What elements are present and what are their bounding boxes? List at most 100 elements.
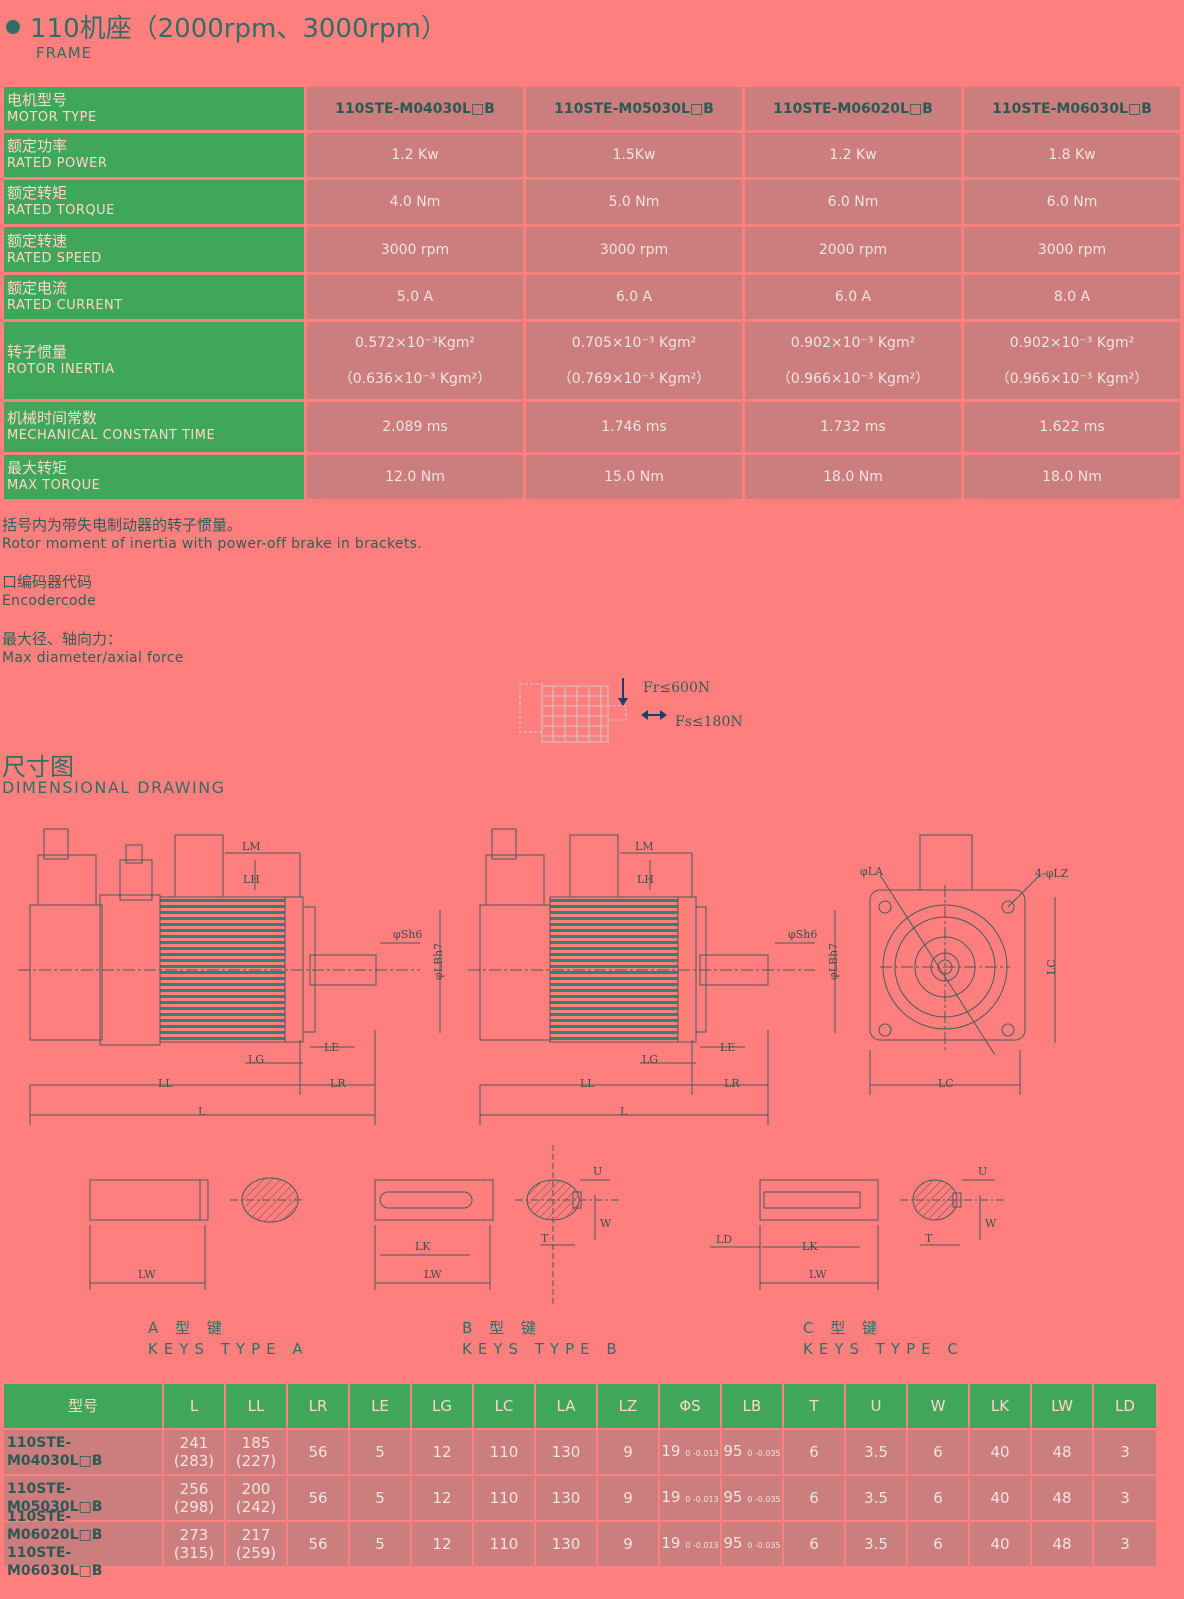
cell-tolerance: 0 -0.013 [685,1494,719,1504]
value-text: 1.732 ms [820,419,886,435]
cell-line: 273 [179,1526,209,1544]
dim-header-cell: LZ [598,1384,658,1428]
model-header: 110STE-M05030L□B [526,87,742,130]
dim-label: LC [1045,959,1058,975]
dim-cell-lz: 9 [598,1430,658,1474]
label-zh: 额定功率 [7,137,68,155]
cell-tolerance: 0 -0.035 [747,1540,781,1550]
key-type-a-drawing [89,1177,305,1290]
label-en: RATED SPEED [7,250,102,266]
dim-header-cell: LE [350,1384,410,1428]
cell-line: (298) [173,1498,215,1516]
key-caption-a: A 型 键 KEYS TYPE A [148,1318,309,1360]
cell-line: 217 [241,1526,271,1544]
value-brake-text: （0.636×10⁻³ Kgm²） [338,370,492,387]
dim-label: U [593,1165,602,1178]
value-brake-text: （0.966×10⁻³ Kgm²） [995,370,1149,387]
dim-cell-lw: 48 [1032,1476,1092,1520]
dim-header-cell: 型号 [4,1384,162,1428]
dim-cell-lr: 56 [288,1522,348,1566]
motor-side-view [468,828,836,1125]
dim-header-cell: LK [970,1384,1030,1428]
value-text: 0.902×10⁻³ Kgm² [1009,334,1135,351]
label-en: RATED CURRENT [7,298,123,313]
key-caption-c: C 型 键 KEYS TYPE C [803,1318,964,1360]
page-title: 110机座（2000rpm、3000rpm） [6,8,447,45]
dim-label: φSh6 [393,928,422,941]
dim-cell-lc: 110 [474,1476,534,1520]
value-brake-text: （0.769×10⁻³ Kgm²） [557,370,711,387]
note-en: Rotor moment of inertia with power-off b… [2,536,422,552]
spec-value: 18.0 Nm [964,455,1180,499]
dim-label: LE [720,1041,735,1054]
force-note: 最大径、轴向力： Max diameter/axial force [2,630,184,668]
dim-cell-lg: 12 [412,1476,472,1520]
spec-value: 0.705×10⁻³ Kgm²（0.769×10⁻³ Kgm²） [526,322,742,399]
value-text: 5.0 Nm [608,194,660,210]
page-subtitle: FRAME [36,44,93,62]
spec-value: 2.089 ms [307,402,523,452]
value-text: 1.622 ms [1039,419,1105,435]
note-zh: 最大径、轴向力： [2,630,123,648]
dim-cell-lg: 12 [412,1522,472,1566]
label-zh: 电机型号 [7,90,68,109]
dim-cell-lb: 95 0 -0.035 [722,1476,782,1520]
cell-line: (259) [235,1544,277,1562]
dim-label: φLA [860,865,884,878]
key-caption-en: KEYS TYPE C [803,1340,964,1358]
dim-label: LH [637,873,654,886]
dim-label: L [620,1105,628,1118]
spec-value: 2000 rpm [745,227,961,272]
drawing-title: 尺寸图 [2,753,74,781]
dim-label: U [978,1165,987,1178]
spec-value: 0.572×10⁻³Kgm²（0.636×10⁻³ Kgm²） [307,322,523,399]
dim-cell-le: 5 [350,1476,410,1520]
spec-table: 电机型号 MOTOR TYPE 110STE-M04030L□B 110STE-… [4,87,1180,502]
dim-header-cell: U [846,1384,906,1428]
dim-cell-l: 241(283) [164,1430,224,1474]
value-text: 8.0 A [1053,289,1091,305]
bullet-icon [6,19,20,34]
dim-label: W [985,1217,997,1230]
cell-line: 95 0 -0.035 [723,1488,780,1509]
dim-cell-s: 19 0 -0.013 [660,1430,720,1474]
dim-cell-w: 6 [908,1430,968,1474]
spec-value: 8.0 A [964,275,1180,319]
cell-line: 200 [241,1480,271,1498]
model-header: 110STE-M06020L□B [745,87,961,130]
dim-label: LW [138,1268,156,1281]
dim-label: LL [580,1077,595,1090]
value-text: 4.0 Nm [389,194,441,210]
spec-value: 1.622 ms [964,402,1180,452]
arrow-down-icon [618,698,628,706]
model-header: 110STE-M04030L□B [307,87,523,130]
motor-front-view [869,834,1056,1095]
dim-label: φLBh7 [432,943,445,980]
label-zh: 额定电流 [7,279,68,297]
value-text: 3000 rpm [1037,241,1107,258]
dim-cell-w: 6 [908,1522,968,1566]
value-text: 15.0 Nm [604,469,664,485]
dimensional-drawing: LM LH φSh6 φLBh7 LG LE LL LR L LM LH φSh… [18,828,1069,1305]
key-type-c-drawing [710,1179,1005,1290]
dim-label: T [541,1232,549,1245]
cell-value: 19 [661,1533,681,1552]
dim-cell-ll: 217(259) [226,1522,286,1566]
cell-line: (242) [235,1498,277,1516]
dim-label: LW [809,1268,827,1281]
dim-label: LE [324,1041,339,1054]
cell-line: 19 0 -0.013 [661,1534,718,1555]
dim-header-cell: LB [722,1384,782,1428]
spec-value: 5.0 Nm [526,180,742,224]
cell-value: 95 [723,1441,743,1460]
label-zh: 最大转矩 [7,459,68,477]
spec-value: 3000 rpm [307,227,523,272]
